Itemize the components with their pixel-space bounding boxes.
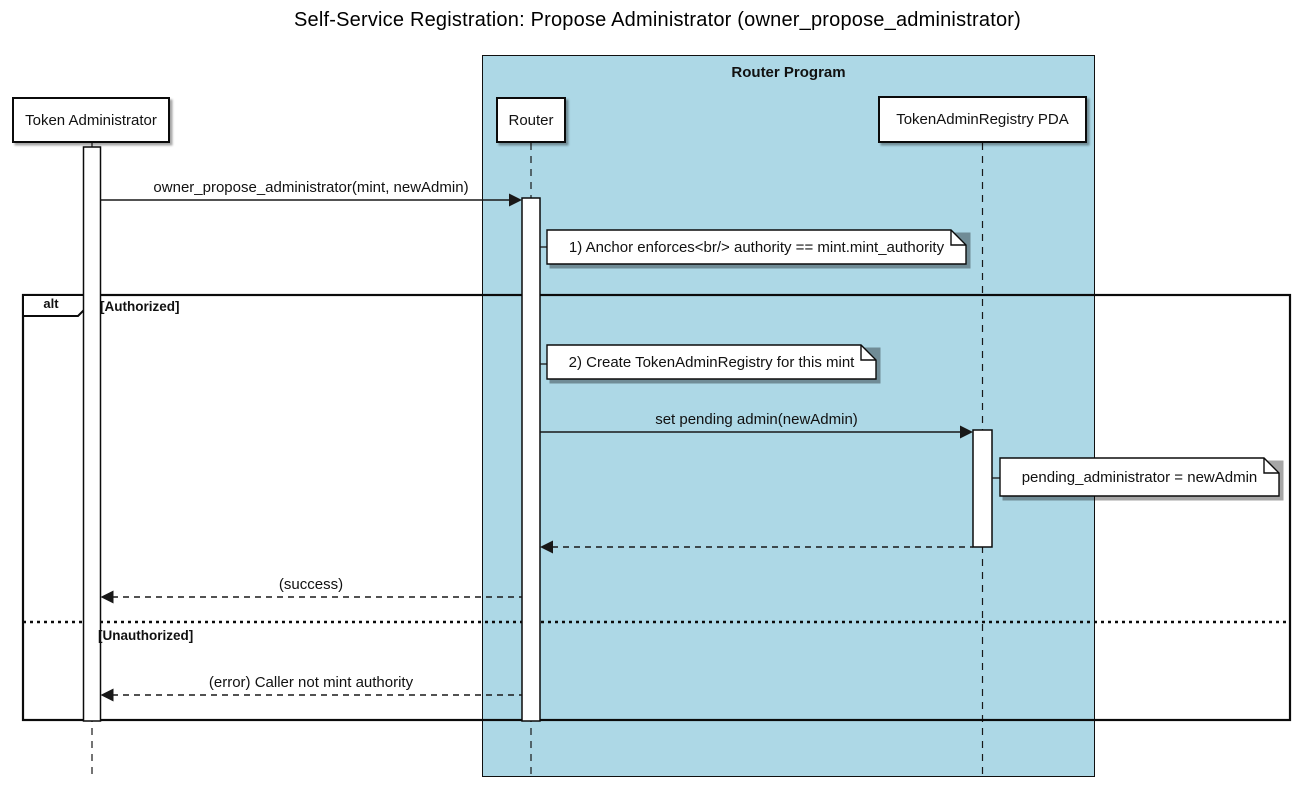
note3-shape [999,457,1280,497]
arrowhead-return-pda [540,540,553,554]
participant-router: Router [496,97,566,143]
arrowhead-success [100,590,114,604]
note1-fold [950,230,966,246]
arrowhead-set-pending [960,425,973,439]
note-create-registry: 2) Create TokenAdminRegistry for this mi… [568,353,855,371]
note1-shape [546,229,967,265]
message-label-success: (success) [278,576,344,593]
alt-guard-unauthorized: [Unauthorized] [98,628,194,643]
note-anchor-enforces: 1) Anchor enforces<br/> authority == min… [568,238,945,256]
message-label-error: (error) Caller not mint authority [208,674,414,691]
participant-registry-pda: TokenAdminRegistry PDA [878,96,1087,143]
group-box-title: Router Program [731,64,846,81]
participant-token-administrator: Token Administrator [12,97,170,143]
arrowhead-error [100,688,114,702]
message-label-set-pending: set pending admin(newAdmin) [655,411,858,428]
message-label-propose: owner_propose_administrator(mint, newAdm… [153,179,469,196]
alt-frame [21,293,1292,722]
alt-guard-authorized: [Authorized] [100,299,180,314]
diagram-title: Self-Service Registration: Propose Admin… [293,9,1022,31]
note2-fold [860,345,876,361]
arrowhead-propose [509,193,522,207]
note-pending-administrator: pending_administrator = newAdmin [1021,468,1258,486]
note2-shape [546,344,877,380]
activation-registry-pda [972,429,993,548]
group-box-router-program [482,55,1095,777]
activation-router [521,197,541,722]
alt-operator-label: alt [43,296,59,311]
activation-token-administrator [82,146,102,722]
note3-fold [1263,458,1279,474]
